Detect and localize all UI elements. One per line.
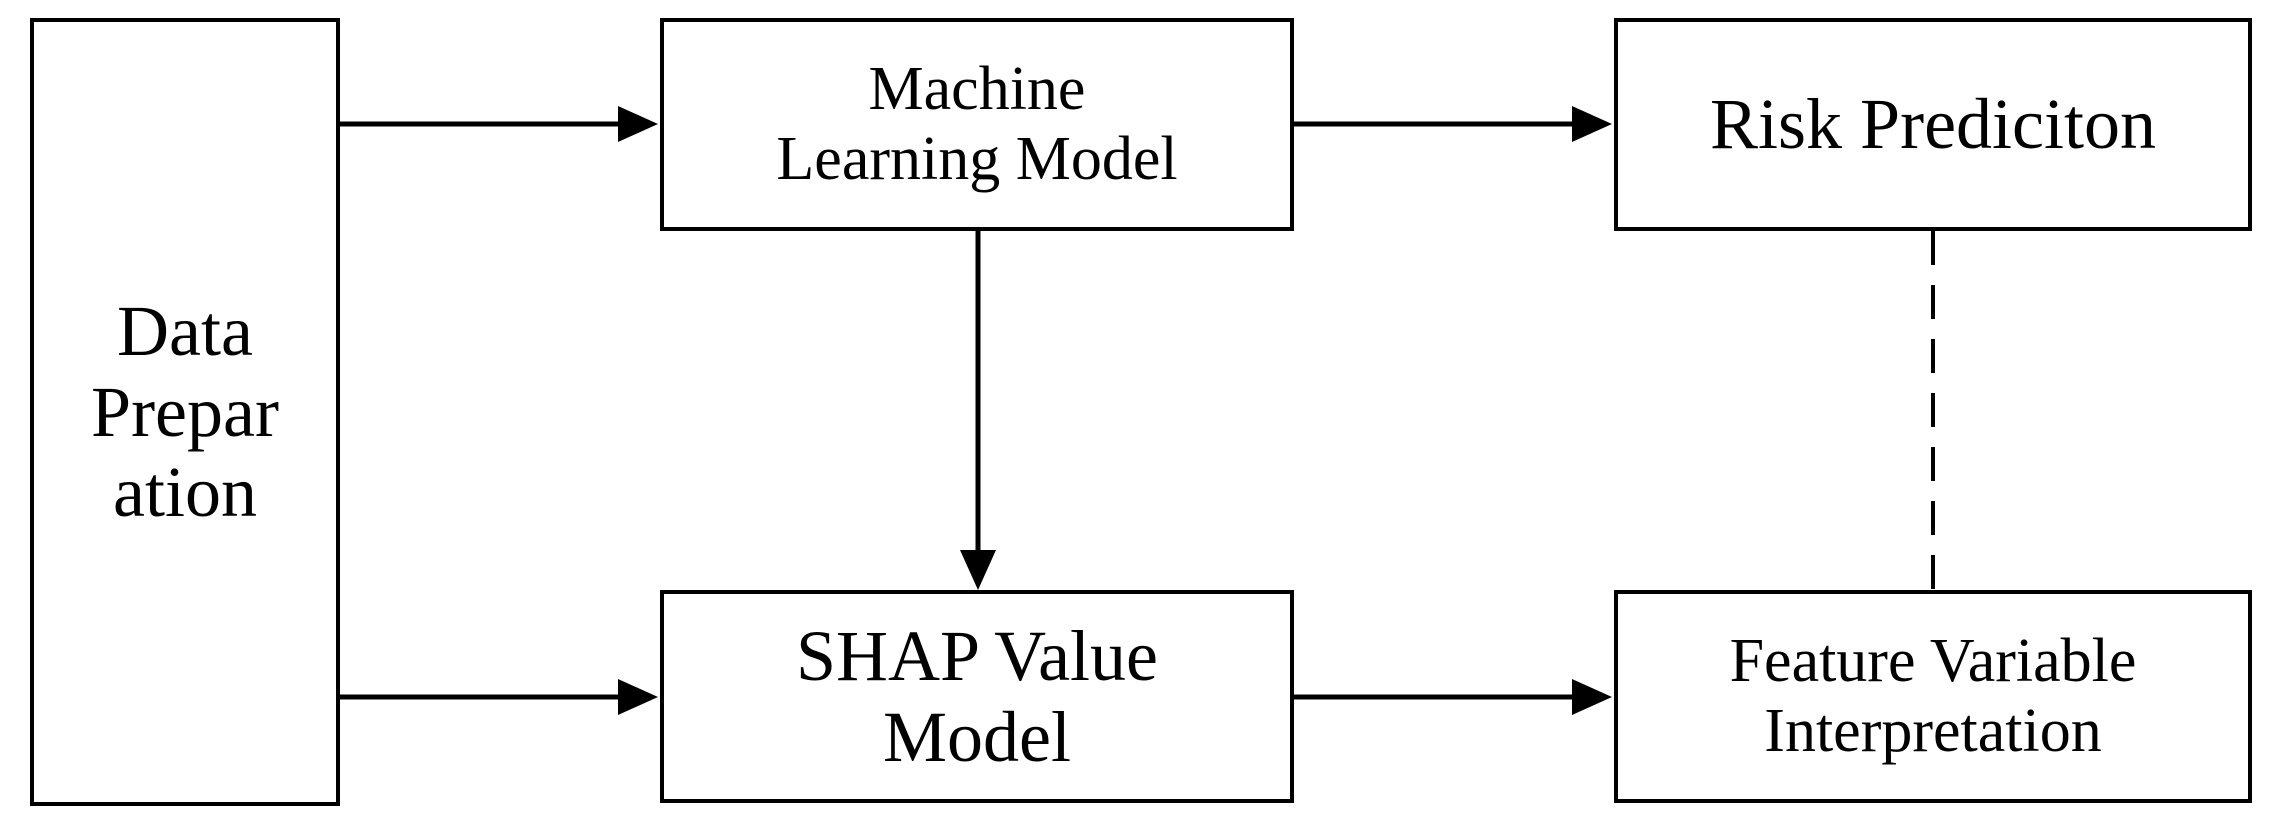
node-data-preparation-line-3: ation (113, 452, 257, 533)
arrowhead-ml-model (618, 106, 658, 142)
node-feature-variable-interpretation: Feature Variable Interpretation (1614, 590, 2252, 803)
node-machine-learning-model: Machine Learning Model (660, 18, 1294, 231)
arrowhead-shap-model-top (960, 550, 996, 590)
node-risk-prediction: Risk Prediciton (1614, 18, 2252, 231)
arrowhead-feature (1572, 679, 1612, 715)
node-data-preparation-line-1: Data (117, 291, 253, 372)
node-shap-value-model-line-2: Model (883, 696, 1071, 777)
node-feature-variable-interpretation-line-1: Feature Variable (1729, 627, 2137, 696)
arrowhead-shap-model-left (618, 679, 658, 715)
node-data-preparation-line-2: Prepar (91, 371, 279, 452)
node-data-preparation: Data Prepar ation (30, 18, 340, 806)
node-risk-prediction-line-1: Risk Prediciton (1710, 84, 2156, 165)
node-machine-learning-model-line-2: Learning Model (776, 124, 1178, 193)
node-shap-value-model-line-1: SHAP Value (795, 615, 1159, 696)
arrowhead-risk (1572, 106, 1612, 142)
node-shap-value-model: SHAP Value Model (660, 590, 1294, 803)
node-machine-learning-model-line-1: Machine (868, 55, 1086, 124)
node-feature-variable-interpretation-line-2: Interpretation (1764, 696, 2102, 765)
